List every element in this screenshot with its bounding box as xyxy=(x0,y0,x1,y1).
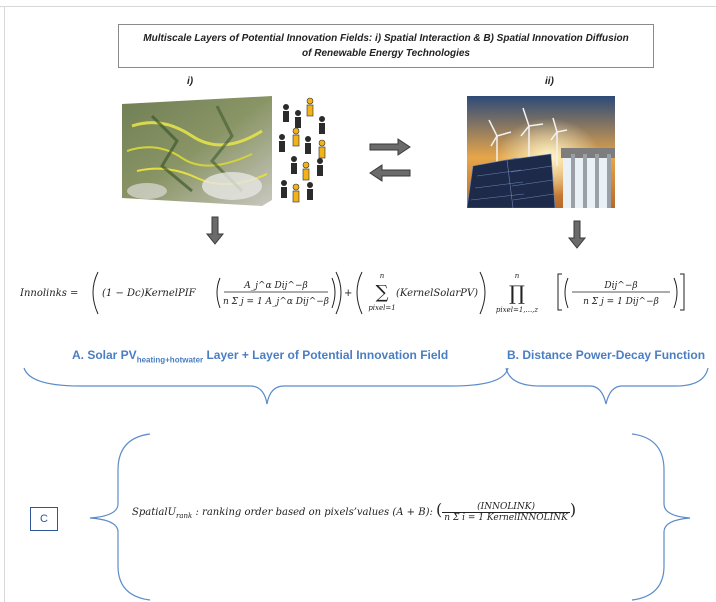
spatial-text: : ranking order based on pixels’values (… xyxy=(192,507,433,518)
sum-symbol: ∑ xyxy=(376,282,389,303)
formula-part1-den: n Σ j = 1 A_j^α Dij^−β xyxy=(223,297,329,307)
spatial-rank-formula: SpatialUrank : ranking order based on pi… xyxy=(132,500,577,523)
heading-a: A. Solar PVheating+hotwater Layer + Laye… xyxy=(72,348,449,365)
sum-lower: pixel=1 xyxy=(368,304,395,312)
formula-part2-num: Dij^−β xyxy=(603,281,637,291)
down-arrow-icon xyxy=(205,216,225,246)
sum-upper: n xyxy=(380,272,385,280)
swap-arrows-icon xyxy=(368,138,412,186)
down-arrow-icon xyxy=(567,220,587,250)
prod-symbol: ∏ xyxy=(509,281,525,305)
sum-body: (KernelSolarPV) xyxy=(396,288,478,299)
spatial-lhs-sub: rank xyxy=(176,512,193,520)
page-border-left xyxy=(4,6,5,602)
innolinks-formula: Innolinks = (1 − Dc)KernelPIF A_j^α Dij^… xyxy=(20,264,700,320)
panel-label-ii: ii) xyxy=(545,76,554,87)
formula-plus: + xyxy=(344,288,352,299)
label-c-box: C xyxy=(30,507,58,531)
renewable-energy-image xyxy=(466,96,615,209)
formula-lhs: Innolinks = xyxy=(20,288,78,299)
page-border-top xyxy=(0,6,716,7)
prod-lower: pixel=1,...,z xyxy=(496,306,538,314)
formula-part1-num: A_j^α Dij^−β xyxy=(243,281,307,291)
spatial-lhs: SpatialU xyxy=(132,507,177,518)
formula-part2-den: n Σ j = 1 Dij^−β xyxy=(583,297,659,307)
heading-b: B. Distance Power-Decay Function xyxy=(507,348,706,362)
people-network-icon xyxy=(276,96,334,208)
prod-upper: n xyxy=(515,272,520,280)
spatial-den: n Σ i = 1 KernelINNOLINK xyxy=(444,513,568,523)
diagram-title: Multiscale Layers of Potential Innovatio… xyxy=(118,24,654,68)
terrain-map-image xyxy=(122,96,272,206)
spatial-num: (INNOLINK) xyxy=(442,502,570,513)
panel-label-i: i) xyxy=(187,76,194,87)
formula-part1-prefix: (1 − Dc)KernelPIF xyxy=(102,288,197,299)
